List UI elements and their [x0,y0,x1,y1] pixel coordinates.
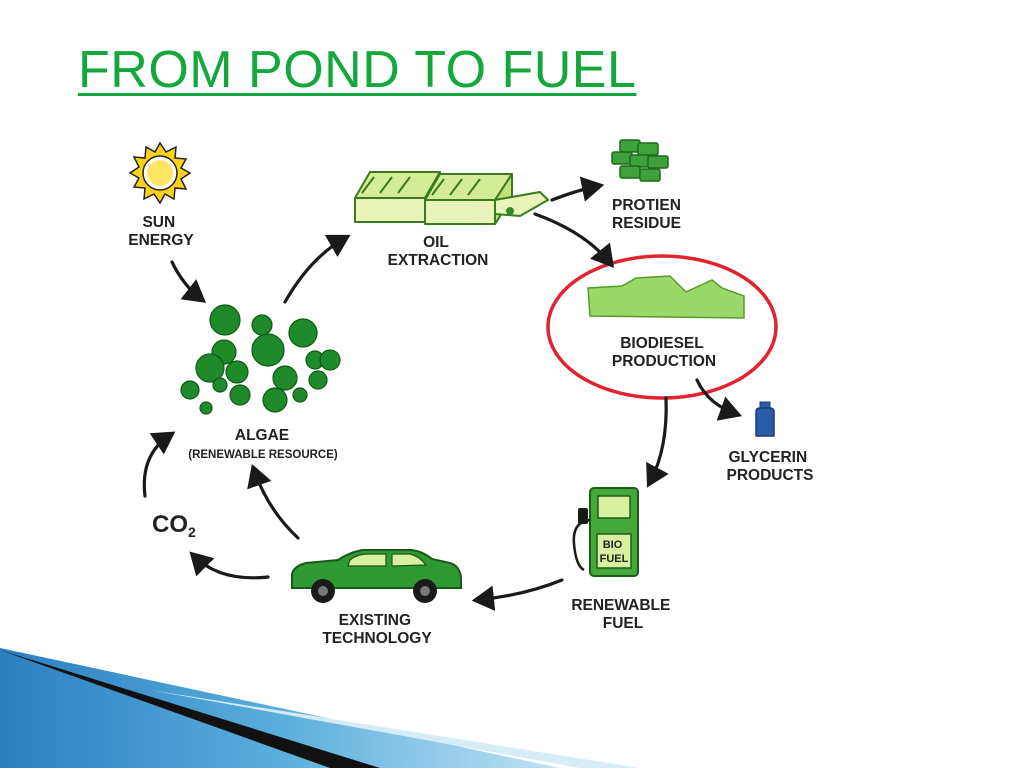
algae-label: ALGAE [235,427,289,444]
biodiesel-label: BIODIESEL PRODUCTION [612,335,716,370]
existing-technology-label: EXISTING TECHNOLOGY [322,612,432,647]
arrow-co2-to-algae [142,431,176,498]
arrow-fuel-to-car [471,578,564,612]
oil-extraction-icon [354,171,549,225]
biodiesel-icon [587,275,745,319]
slide-title: FROM POND TO FUEL [78,41,637,99]
biodiesel-highlight-circle [546,254,778,400]
sun-icon [128,141,192,205]
decorative-stripes [0,648,640,768]
algae-sublabel: (RENEWABLE RESOURCE) [188,449,338,461]
sun-energy-label: SUN ENERGY [128,214,194,249]
arrow-car-to-co2 [189,551,270,580]
fuel-pump-icon: BIO FUEL [572,487,639,577]
arrow-sun-to-algae [170,260,207,303]
protein-residue-label: PROTIEN RESIDUE [612,197,685,232]
co2-label: CO2 [152,511,196,540]
glycerin-label: GLYCERIN PRODUCTS [727,449,814,484]
arrow-biodiesel-to-fuel [646,396,669,488]
renewable-fuel-label: RENEWABLE FUEL [571,597,674,632]
arrow-biodiesel-to-glycerin [695,378,743,421]
arrow-algae-to-oil [283,234,351,304]
arrow-oil-to-protein [550,176,605,202]
oil-extraction-label: OIL EXTRACTION [388,234,489,269]
glycerin-bottle-icon [755,401,775,437]
svg-text:BIO FUEL: BIO FUEL [600,539,629,565]
arrow-car-to-algae [247,463,300,540]
protein-residue-icon [611,139,669,182]
arrow-oil-to-biodiesel [533,212,615,268]
car-icon [291,549,462,603]
algae-cluster-icon [180,304,341,415]
